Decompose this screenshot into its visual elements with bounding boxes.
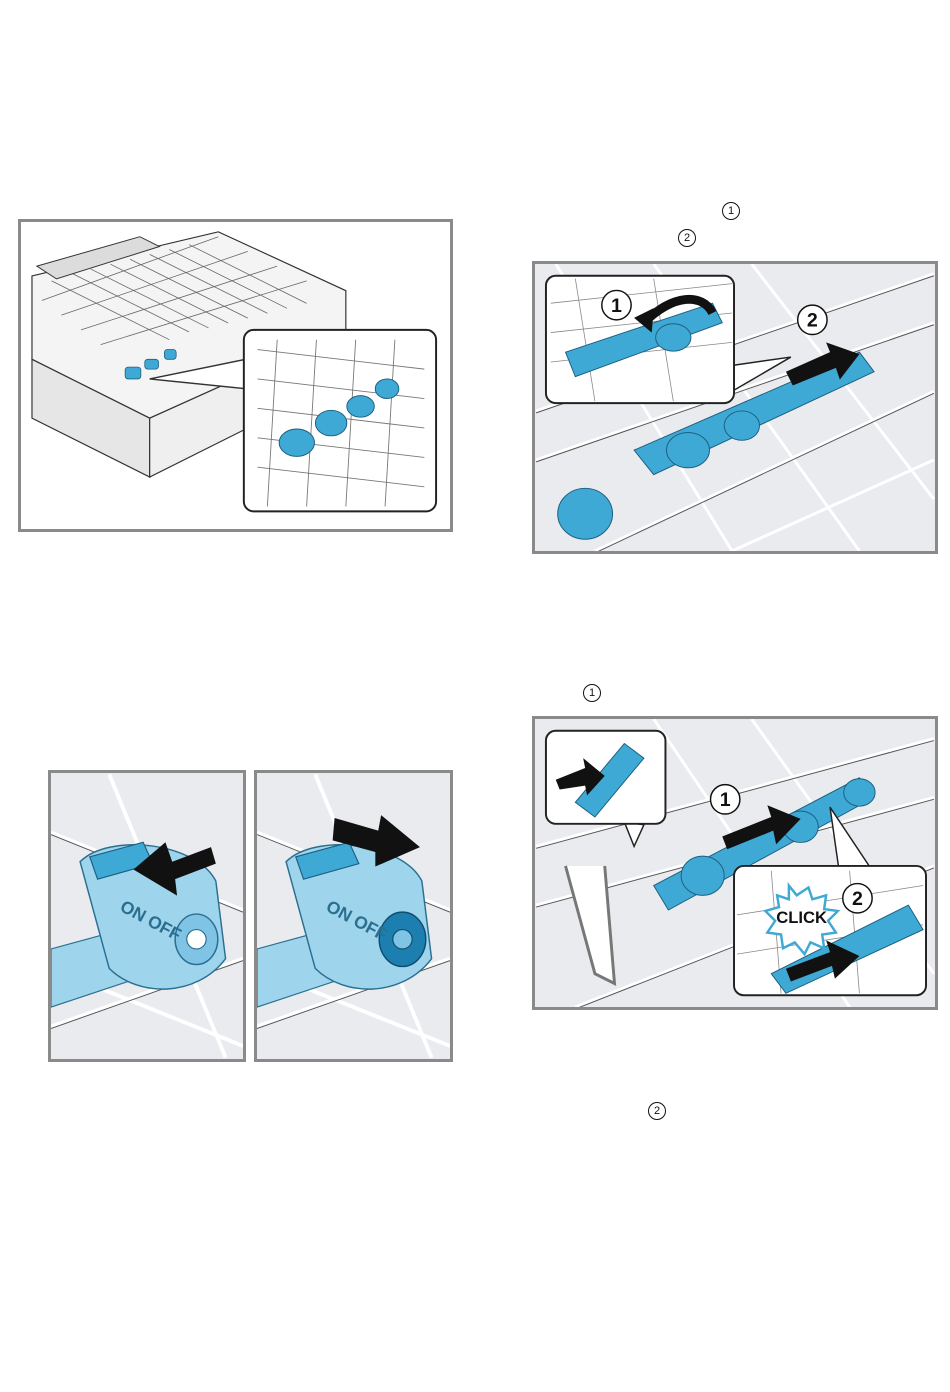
click-text: CLICK bbox=[776, 908, 827, 927]
figure-nozzle-install: 1 CLICK 2 bbox=[532, 716, 938, 1010]
switch-on-illustration: ON OFF bbox=[51, 773, 243, 1059]
step-marker-2-top: 2 bbox=[678, 229, 696, 247]
figure-nozzle-removal: 2 1 bbox=[532, 261, 938, 554]
install-callout-2: 2 bbox=[852, 888, 863, 910]
figure-switch-on: ON OFF bbox=[48, 770, 246, 1062]
rack-overview-illustration bbox=[21, 222, 450, 529]
install-callout-1: 1 bbox=[720, 789, 731, 811]
step-marker-1-top: 1 bbox=[722, 202, 740, 220]
figure-switch-off: ON OFF bbox=[254, 770, 453, 1062]
removal-callout-1: 1 bbox=[611, 295, 622, 317]
removal-callout-2: 2 bbox=[807, 310, 818, 332]
nozzle-removal-illustration: 2 1 bbox=[535, 264, 935, 551]
step-marker-1-middle: 1 bbox=[583, 684, 601, 702]
switch-off-illustration: ON OFF bbox=[257, 773, 450, 1059]
nozzle-install-illustration: 1 CLICK 2 bbox=[535, 719, 935, 1007]
step-marker-2-bottom: 2 bbox=[648, 1102, 666, 1120]
figure-rack-overview bbox=[18, 219, 453, 532]
